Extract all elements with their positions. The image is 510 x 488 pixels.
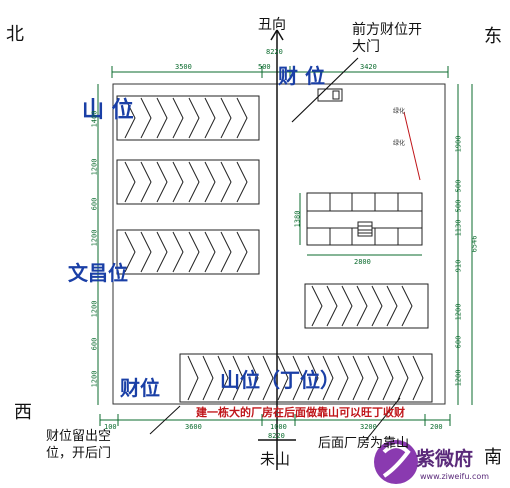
watermark-brand: 紫微府 [416,448,474,470]
dim-bottom-2: 1000 [270,423,287,431]
dim-right-3: 1130 [454,219,463,237]
office-building [306,192,423,246]
note-back-building: 后面厂房为靠山 [318,436,410,451]
direction-north: 北 [6,24,24,45]
direction-south: 南 [484,447,502,468]
dim-right-4: 910 [454,259,463,273]
note-red: 建一栋大的厂房在后面做靠山可以旺丁收财 [196,406,405,419]
dimension-lines [97,66,473,426]
bottom-chevrons [187,355,424,401]
front-gate [317,88,343,102]
dim-left-2: 600 [90,197,99,211]
dim-left-0: 1400 [90,110,99,128]
dim-top-1: 500 [258,63,271,71]
dim-inner-width: 2800 [354,258,371,266]
left-chevrons [124,97,248,273]
axis-arrow-right [276,29,284,41]
dim-right-total: 6546 [470,235,479,253]
orientation-top: 丑向 [258,17,286,33]
right-chevrons [311,285,413,327]
dim-right-5: 1200 [454,303,463,321]
note-front-door: 前方财位开 大门 [352,22,422,55]
dim-right-0: 1900 [454,135,463,153]
dim-bottom-1: 3600 [185,423,202,431]
dim-right-6: 600 [454,335,463,349]
dim-bottom-4: 200 [430,423,443,431]
label-cai-wei-bottom: 财位 [120,376,160,400]
dim-left-3: 1200 [90,229,99,247]
axis-arrow-left [270,29,278,41]
red-pointer [403,111,421,181]
dim-top-inner: 8220 [266,48,283,56]
dim-left-5: 600 [90,337,99,351]
leave-empty-pointer [149,405,181,435]
direction-east: 东 [484,26,502,47]
watermark-url: www.ziweifu.com [420,472,490,481]
dim-bottom-3: 3200 [360,423,377,431]
office-dims [299,193,422,256]
label-cai-wei-top: 财 位 [278,64,325,88]
dim-right-1: 500 [454,179,463,193]
dim-bottom-0: 100 [104,423,117,431]
dim-bottom-total: 8220 [268,432,285,440]
dim-left-1: 1200 [90,158,99,176]
direction-west: 西 [14,402,32,423]
label-wenchang-wei: 文昌位 [68,261,128,285]
dim-left-4: 1200 [90,300,99,318]
watermark-logo-icon [374,440,418,484]
site-boundary [112,83,446,405]
label-shan-wei: 山 位 [82,98,134,123]
dim-right-2: 500 [454,199,463,213]
bottom-building [179,353,433,403]
note-leave-empty: 财位留出空 位，开后门 [46,429,112,461]
dim-top-2: 3420 [360,63,377,71]
back-building-pointer [365,397,401,441]
orientation-bottom: 未山 [260,450,291,468]
front-door-pointer [291,57,359,123]
green-area-label-1: 绿化 [393,108,406,115]
label-shan-ding-wei: 山位（丁位） [220,368,340,392]
dim-top-0: 3500 [175,63,192,71]
dim-inner-height: 1380 [293,210,302,228]
green-area-label-2: 绿化 [393,140,406,147]
dim-right-7: 1200 [454,369,463,387]
dim-left-6: 1200 [90,370,99,388]
left-buildings [116,95,260,275]
